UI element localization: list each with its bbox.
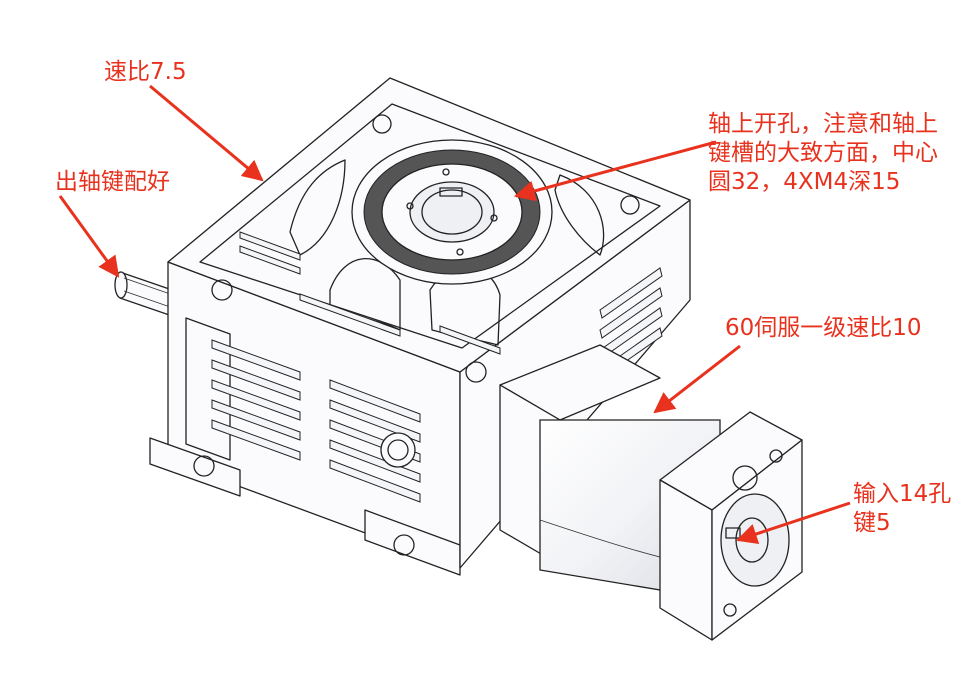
arrow-servo (653, 344, 741, 414)
label-top-hole-line1: 轴上开孔，注意和轴上 (708, 111, 938, 137)
output-shaft (114, 271, 179, 319)
label-input-line1: 输入14孔 (853, 481, 952, 507)
arrow-shaft-key (58, 195, 120, 278)
top-output-flange (351, 139, 553, 285)
label-top-hole-line3: 圆32，4XM4深15 (708, 169, 901, 195)
label-shaft-key: 出轴键配好 (55, 169, 170, 195)
label-ratio: 速比7.5 (104, 59, 187, 85)
arrow-input (736, 501, 851, 545)
arrow-top-hole (513, 140, 717, 202)
label-input-line2: 键5 (853, 510, 891, 536)
arrow-ratio (149, 84, 264, 182)
label-top-hole-line2: 键槽的大致方面，中心 (708, 140, 938, 166)
housing-left-face (149, 261, 461, 576)
cooling-fins-right (599, 267, 663, 379)
label-top-hole: 轴上开孔，注意和轴上 键槽的大致方面，中心 圆32，4XM4深15 (708, 110, 938, 197)
label-input: 输入14孔 键5 (853, 480, 951, 538)
top-slot-lines (239, 231, 501, 355)
cooling-fins-left (211, 339, 421, 503)
annotation-arrows (58, 84, 851, 545)
label-servo: 60伺服一级速比10 (725, 315, 922, 341)
